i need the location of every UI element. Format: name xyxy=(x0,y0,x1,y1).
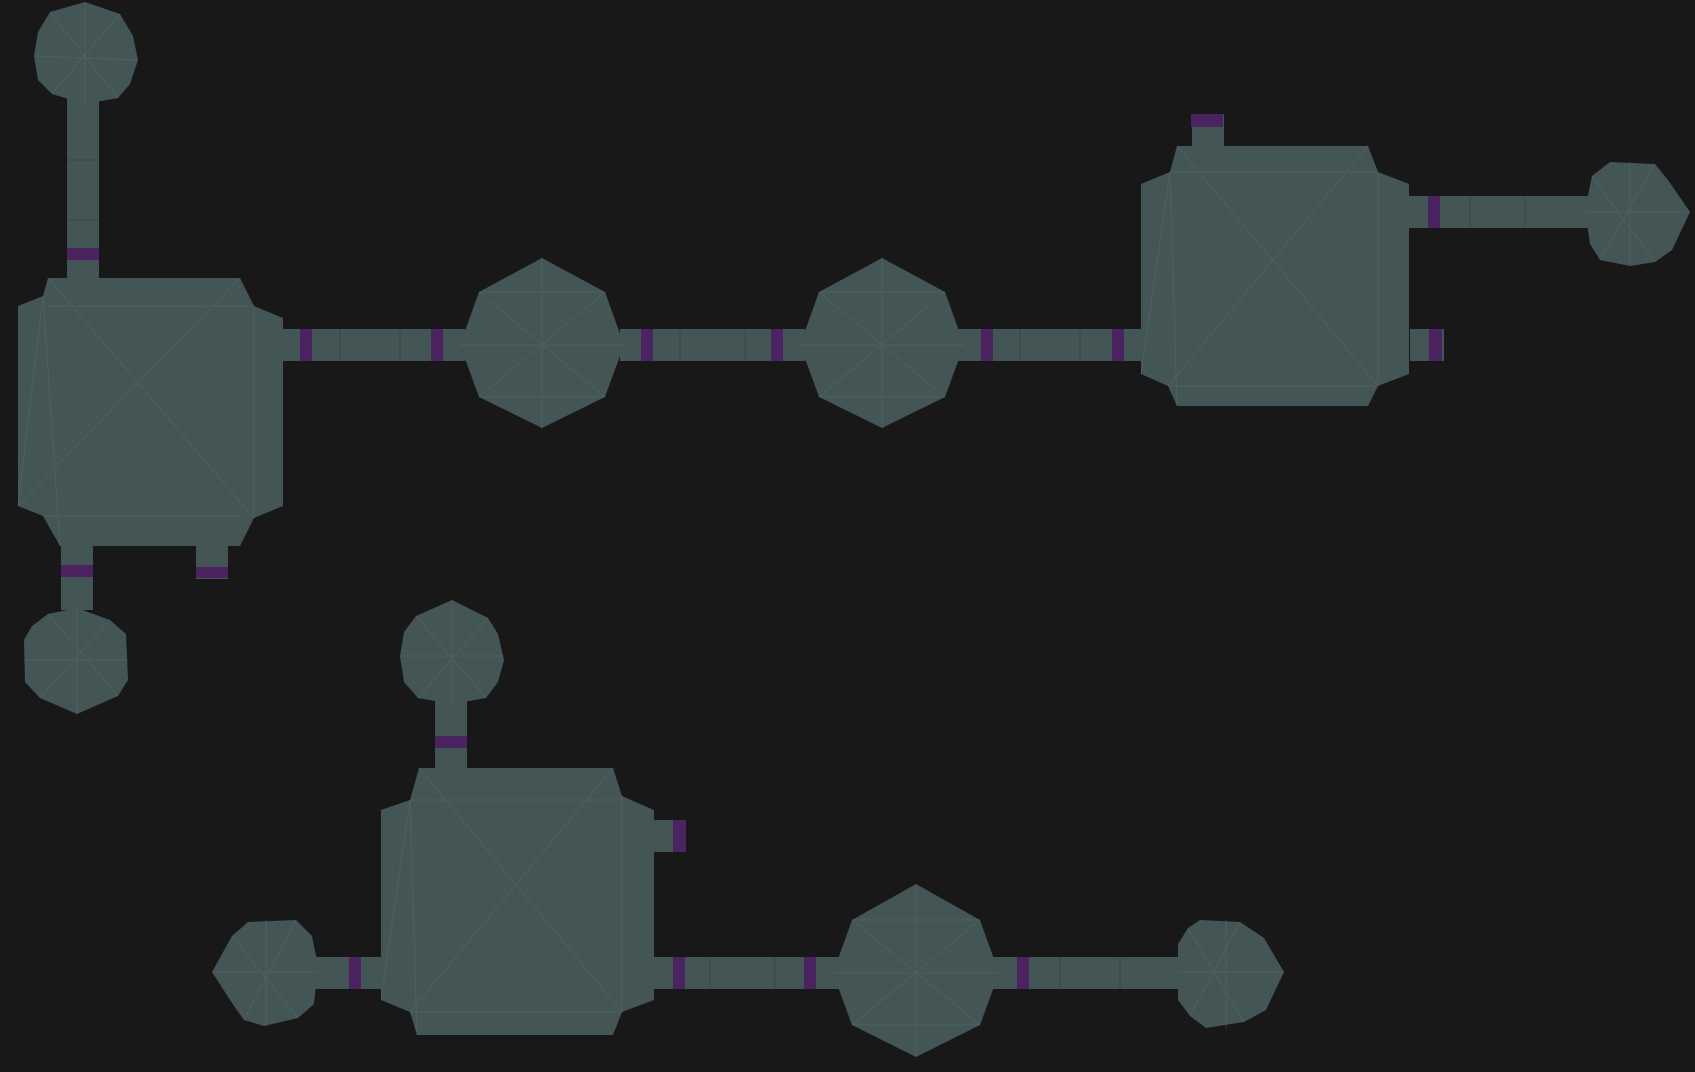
small-room-bottom-left xyxy=(24,608,128,714)
door-main-1a[interactable] xyxy=(300,329,312,361)
octagon-room-2 xyxy=(800,258,964,428)
small-room-bottom-left-end xyxy=(212,919,318,1026)
door-tr-stub[interactable] xyxy=(1429,329,1442,361)
door-tl-vertical[interactable] xyxy=(67,248,99,260)
octagon-room-3 xyxy=(833,884,999,1057)
octagon-room-1 xyxy=(460,258,624,428)
door-bl-vertical[interactable] xyxy=(61,565,93,577)
door-main-2a[interactable] xyxy=(641,329,653,361)
small-room-bottom-top xyxy=(400,600,504,704)
large-room-top-right xyxy=(1140,145,1409,407)
door-tr-top[interactable] xyxy=(1191,114,1223,127)
door-b-main-1a[interactable] xyxy=(673,957,685,989)
large-room-left xyxy=(17,277,283,547)
door-main-1b[interactable] xyxy=(431,329,443,361)
small-room-top-right xyxy=(1585,162,1690,266)
door-b-main-2a[interactable] xyxy=(1017,957,1029,989)
small-room-bottom-right-end xyxy=(1178,920,1284,1028)
doors xyxy=(61,114,1442,989)
door-b-vertical[interactable] xyxy=(435,736,467,748)
door-bl-stub[interactable] xyxy=(196,567,228,578)
door-b-stub-right[interactable] xyxy=(673,820,686,852)
door-b-main-1b[interactable] xyxy=(804,957,816,989)
door-main-3b[interactable] xyxy=(1112,329,1124,361)
door-b-left[interactable] xyxy=(349,957,361,989)
door-tr-right[interactable] xyxy=(1428,196,1440,228)
small-room-top-left xyxy=(33,2,139,104)
large-room-bottom xyxy=(380,767,654,1036)
corridor-b-left xyxy=(310,957,385,989)
door-main-3a[interactable] xyxy=(981,329,993,361)
corridor-vertical-bl xyxy=(61,545,93,610)
door-main-2b[interactable] xyxy=(771,329,783,361)
corridor-seams xyxy=(67,159,1526,989)
corridor-vertical-b xyxy=(435,695,467,770)
